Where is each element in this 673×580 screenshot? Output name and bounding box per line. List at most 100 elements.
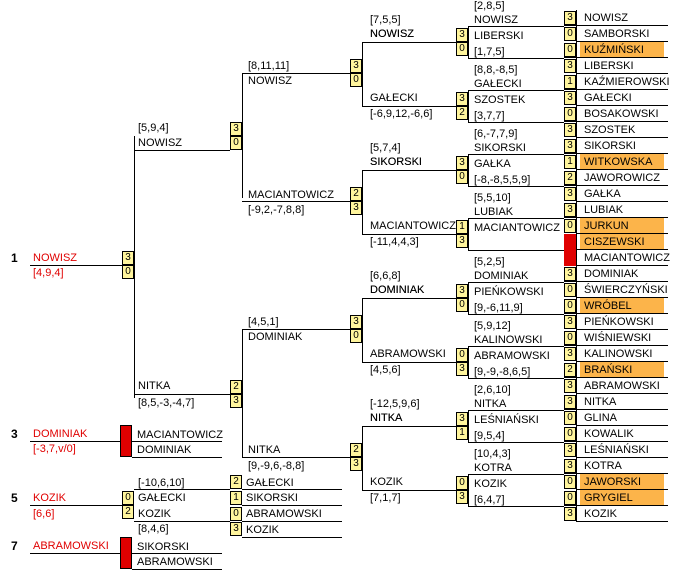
semi-bottom-line [134,394,230,395]
semi-top-box-2: 0 [230,136,242,150]
r64-box: 2 [564,363,576,377]
r32-line [468,314,564,315]
r32-line [468,58,564,59]
r64-line [576,409,668,410]
r64-walkover-mark [564,250,576,266]
r64-name: LEŚNIAŃSKI [584,444,649,456]
r32-top-name: KALINOWSKI [474,334,543,346]
r64-box: 3 [564,203,576,217]
r64-box: 0 [564,219,576,233]
place-5-top: GAŁECKI [138,492,186,504]
r64-box: 0 [564,411,576,425]
place-q-line-1 [242,489,342,490]
r32-score: [6,-7,7,9] [474,128,518,140]
r64-line [576,425,668,426]
r64-line [576,521,668,522]
r16-line [362,234,456,235]
place-q-line-3 [242,521,342,522]
r32-line [468,506,564,507]
r64-name: JURKUN [584,220,629,232]
r16-line [362,170,456,171]
r64-name: WITKOWSKA [584,156,653,168]
r16-name: NOWISZ [370,28,414,40]
r32-score: [10,4,3] [474,448,511,460]
r32-bottom-score: [9,5,4] [474,430,505,442]
r16-line [362,362,456,363]
r64-box: 3 [564,59,576,73]
r16-connector [468,410,469,442]
place-5-m-score: [-10,6,10] [138,477,185,489]
r64-name: DOMINIAK [584,268,639,280]
r16-name: SIKORSKI [370,156,422,168]
r16-connector [468,474,469,506]
semi-bottom-box-1: 2 [230,380,242,394]
r32-bottom-name: LEŚNIAŃSKI [474,414,539,426]
r64-highlight [580,474,664,489]
r64-box: 0 [564,475,576,489]
final-connector [134,136,135,398]
r64-highlight [580,154,664,169]
place-3-line [30,441,120,442]
r32-connector [576,330,577,394]
r32-line [468,346,564,347]
r32-bottom-name: KOZIK [474,478,508,490]
r64-name: SZOSTEK [584,124,636,136]
r32-line [468,378,564,379]
r16-name: DOMINIAK [370,284,425,296]
r32-score: [2,6,10] [474,384,511,396]
r32-top-name: DOMINIAK [474,270,529,282]
r32-score: [5,2,5] [474,256,505,268]
r16-box-2: 2 [456,106,468,120]
q4-name: NITKA [248,444,281,456]
r64-line [576,329,668,330]
place-3-mid-line [132,441,222,442]
r16-name: KOZIK [370,476,404,488]
r64-name: BRAŃSKI [584,364,633,376]
r16-name: DOMINIAK [370,284,425,296]
r64-name: KUŹMIŃSKI [584,44,644,56]
r64-name: PIEŃKOWSKI [584,316,654,328]
place-7-top: SIKORSKI [137,541,189,553]
q1-box-1: 3 [350,59,362,73]
r64-box: 3 [564,123,576,137]
q3-name: DOMINIAK [248,331,303,343]
r64-box: 1 [564,155,576,169]
r16-connector [468,218,469,250]
r16-name: NOWISZ [370,28,414,40]
r16-box-2: 3 [456,234,468,248]
r64-line [576,233,668,234]
r64-name: GLINA [584,412,618,424]
place-5-name: KOZIK [33,492,67,504]
r64-name: LIBERSKI [584,60,634,72]
r64-name: LUBIAK [584,204,624,216]
r16-score: [7,1,7] [370,492,401,504]
r64-name: JAWOROWICZ [584,172,660,184]
place-7-walkover-box [120,537,132,569]
q1-connector [362,42,363,106]
r64-name: KOWALIK [584,428,634,440]
r64-box: 0 [564,27,576,41]
r64-box: 3 [564,11,576,25]
semi-top-line [134,150,230,151]
r64-line [576,345,668,346]
q1-score: [8,11,11] [248,60,290,72]
q2-box-1: 2 [350,187,362,201]
r16-line [362,106,456,107]
final-winner-name: NOWISZ [33,252,77,264]
place-7-mid-line [132,553,222,554]
q3-line [242,329,350,330]
r64-line [576,473,668,474]
r64-box: 3 [564,395,576,409]
r64-box: 3 [564,139,576,153]
r16-box-1: 3 [456,284,468,298]
r64-line [576,57,668,58]
r64-box: 3 [564,507,576,521]
final-score-box-top: 3 [122,251,134,265]
r32-connector [576,74,577,138]
r64-name: GAŁKA [584,188,621,200]
r64-line [576,25,668,26]
r32-connector [576,394,577,458]
r64-box: 1 [564,75,576,89]
place-3-name: DOMINIAK [33,428,88,440]
r64-line [576,121,668,122]
